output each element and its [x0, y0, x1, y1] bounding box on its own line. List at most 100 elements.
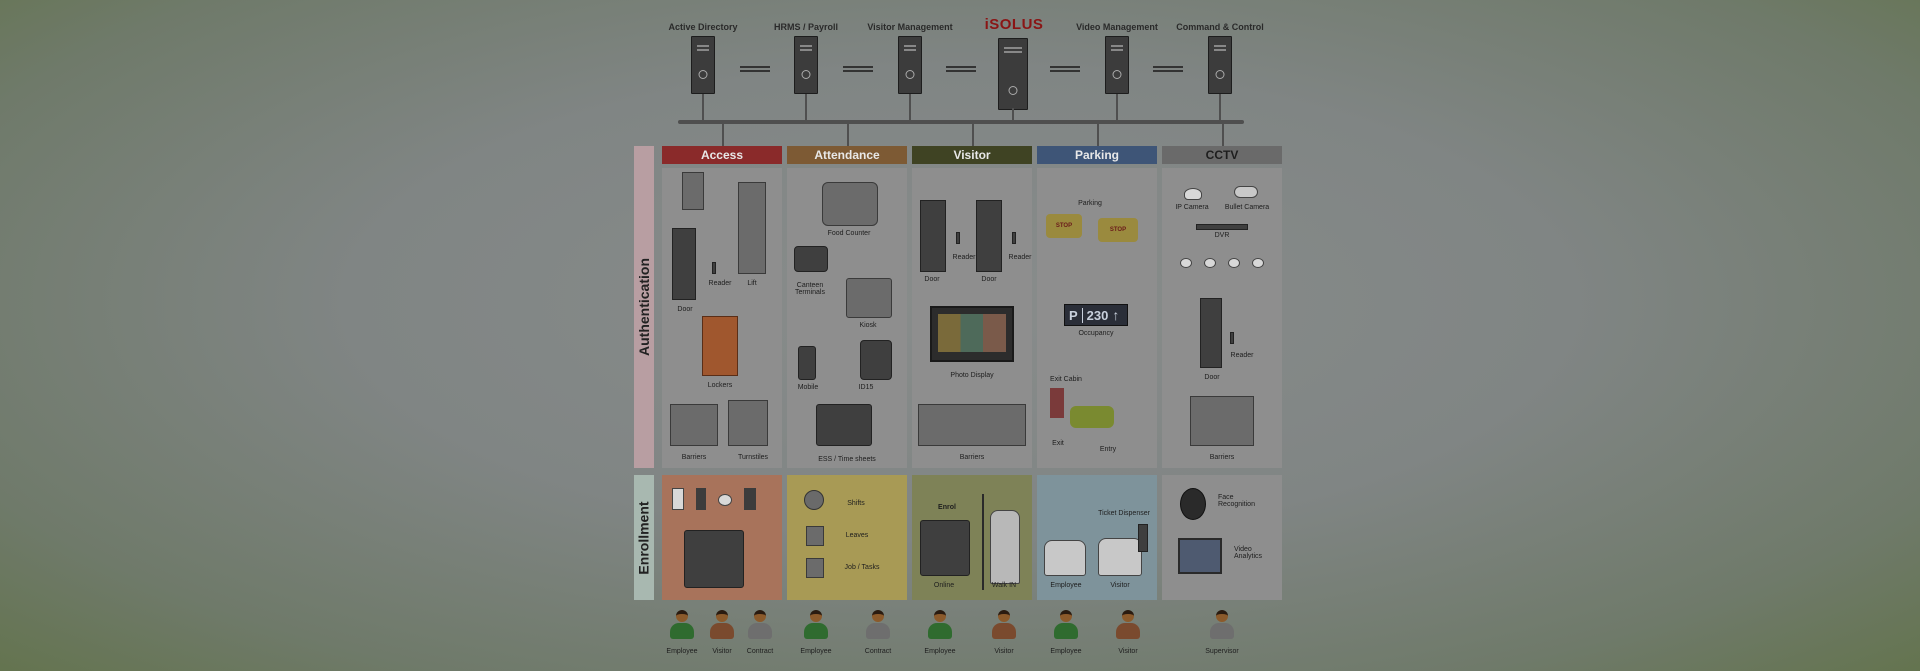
sync-arrows-icon [946, 65, 976, 73]
enrollment-devices-icon [672, 488, 756, 512]
main-server-icon [998, 38, 1028, 110]
reader-icon [1012, 232, 1016, 244]
control-panel-icon [682, 172, 704, 210]
system-label-video-management: Video Management [1076, 22, 1158, 32]
access-turnstiles-label: Turnstiles [737, 454, 769, 461]
car-icon [1098, 538, 1142, 576]
employee-avatar-icon [928, 610, 952, 642]
visitor-reader1-label: Reader [952, 254, 976, 261]
contract-avatar-icon [866, 610, 890, 642]
contract-avatar-icon [748, 610, 772, 642]
access-reader-label: Reader [708, 280, 732, 287]
exit-cabin-icon [1050, 388, 1064, 418]
shifts-label: Shifts [847, 500, 865, 507]
access-door-label: Door [677, 306, 693, 313]
turnstiles-icon [728, 400, 768, 446]
person-label: Employee [1050, 648, 1082, 655]
walkin-label: Walk IN [991, 582, 1017, 589]
canteen-terminals-label: Canteen Terminals [795, 282, 825, 296]
face-recognition-label: Face Recognition [1218, 494, 1255, 508]
authentication-band: Authentication [634, 146, 654, 468]
bullet-camera-label: Bullet Camera [1224, 204, 1270, 211]
ess-workstation-icon [816, 404, 872, 446]
column-header-access: Access [662, 146, 782, 164]
reader-icon [712, 262, 716, 274]
boom-barrier-icon: STOP [1098, 218, 1138, 242]
barriers-icon [670, 404, 718, 446]
occupancy-label: Occupancy [1078, 330, 1114, 337]
camera-array-icon [1180, 258, 1264, 270]
jobs-label: Job / Tasks [844, 564, 880, 571]
employee-avatar-icon [670, 610, 694, 642]
access-lift-label: Lift [747, 280, 757, 287]
sync-arrows-icon [740, 65, 770, 73]
enrollment-band: Enrollment [634, 475, 654, 600]
kiosk-icon [846, 278, 892, 318]
occupancy-p-label: P [1065, 307, 1083, 323]
photo-display-label: Photo Display [950, 372, 994, 379]
visitor-door1-label: Door [924, 276, 940, 283]
mobile-icon [798, 346, 816, 380]
ticket-dispenser-label: Ticket Dispenser [1098, 510, 1150, 517]
system-label-hrms: HRMS / Payroll [773, 22, 839, 32]
visitor-avatar-icon [992, 610, 1016, 642]
server-icon [1208, 36, 1232, 94]
ticket-dispenser-icon [1138, 524, 1148, 552]
door-icon [920, 200, 946, 272]
visitor-reader2-label: Reader [1008, 254, 1032, 261]
cctv-barriers-label: Barriers [1209, 454, 1235, 461]
door-icon [976, 200, 1002, 272]
photo-display-icon [930, 306, 1014, 362]
visitor-avatar-icon [710, 610, 734, 642]
id15-device-icon [860, 340, 892, 380]
enrollment-workstation-icon [684, 530, 744, 588]
person-label: Employee [666, 648, 698, 655]
person-label: Visitor [994, 648, 1014, 655]
video-analytics-label: Video Analytics [1234, 546, 1263, 560]
parking-entry-label: Entry [1099, 446, 1117, 453]
walk-in-kiosk-icon [990, 510, 1020, 584]
barriers-icon [1190, 396, 1254, 446]
supervisor-avatar-icon [1210, 610, 1234, 642]
lift-icon [738, 182, 766, 274]
visitor-door2-label: Door [981, 276, 997, 283]
parking-exit-label: Exit [1052, 440, 1064, 447]
boom-barrier-icon: STOP [1046, 214, 1082, 238]
exit-cabin-label: Exit Cabin [1050, 376, 1082, 383]
lockers-icon [702, 316, 738, 376]
server-icon [691, 36, 715, 94]
person-label: Supervisor [1205, 648, 1239, 655]
brand-logo: iSOLUS [984, 16, 1044, 33]
authentication-label: Authentication [636, 258, 652, 356]
cctv-door-label: Door [1204, 374, 1220, 381]
job-tasks-icon [806, 558, 824, 578]
video-analytics-icon [1178, 538, 1222, 574]
column-header-cctv: CCTV [1162, 146, 1282, 164]
car-icon [1044, 540, 1086, 576]
person-label: Contract [746, 648, 774, 655]
visitor-barriers-label: Barriers [959, 454, 985, 461]
server-icon [898, 36, 922, 94]
face-recognition-icon [1180, 488, 1206, 520]
reader-icon [956, 232, 960, 244]
occupancy-count-value: 230 [1086, 307, 1109, 323]
kiosk-label: Kiosk [859, 322, 877, 329]
parking-visitor-label: Visitor [1110, 582, 1130, 589]
enrollment-label: Enrollment [636, 500, 652, 575]
system-label-active-directory: Active Directory [668, 22, 738, 32]
column-header-parking: Parking [1037, 146, 1157, 164]
occupancy-sign-icon: P 230 ↑ [1064, 304, 1128, 326]
sync-arrows-icon [1153, 65, 1183, 73]
bullet-camera-icon [1234, 186, 1258, 198]
id15-label: ID15 [858, 384, 874, 391]
online-label: Online [933, 582, 955, 589]
online-enrolment-icon [920, 520, 970, 576]
system-label-command-control: Command & Control [1176, 22, 1264, 32]
person-label: Employee [924, 648, 956, 655]
ess-label: ESS / Time sheets [818, 456, 876, 463]
column-header-visitor: Visitor [912, 146, 1032, 164]
access-barriers-label: Barriers [681, 454, 707, 461]
canteen-terminal-icon [794, 246, 828, 272]
enrol-label: Enrol [938, 504, 956, 511]
door-icon [672, 228, 696, 300]
